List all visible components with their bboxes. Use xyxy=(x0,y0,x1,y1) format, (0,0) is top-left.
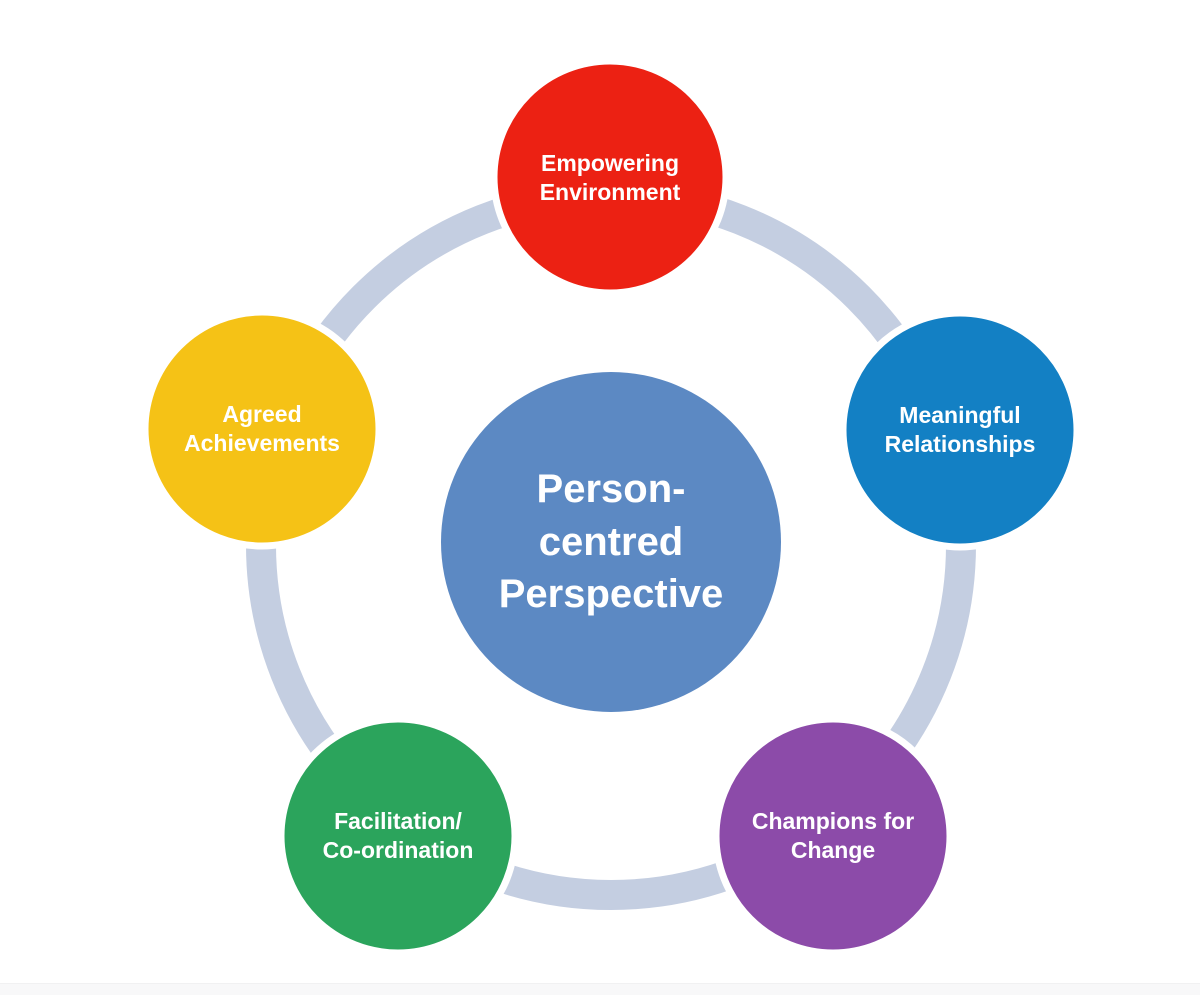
node-circle-champions-for-change xyxy=(712,715,954,957)
page-bottom-strip xyxy=(0,983,1200,995)
node-circle-meaningful-relationships xyxy=(839,309,1081,551)
node-circle-agreed-achievements xyxy=(141,308,383,550)
center-circle-person-centred-perspective xyxy=(441,372,781,712)
node-circle-facilitation-coordination xyxy=(277,715,519,957)
node-circle-empowering-environment xyxy=(490,57,730,297)
